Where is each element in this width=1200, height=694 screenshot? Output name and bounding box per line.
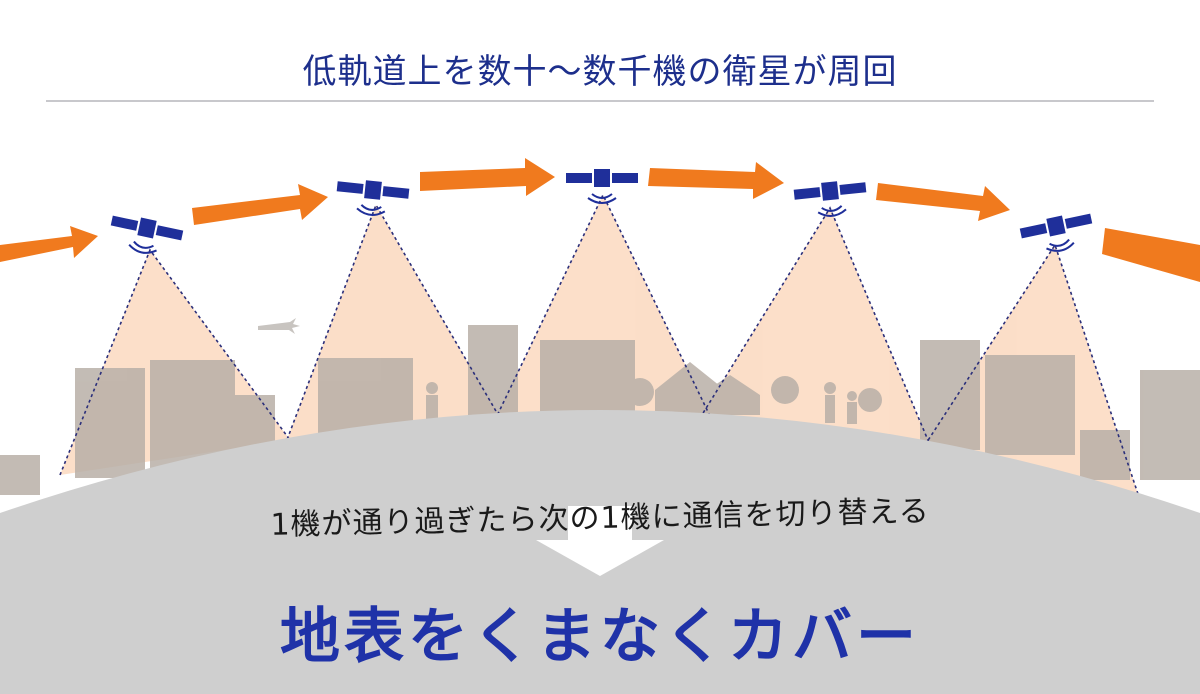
building-icon	[468, 325, 518, 420]
beam-outlines	[59, 193, 1141, 501]
orbit-arrow-icon	[0, 226, 98, 262]
person-icon	[824, 382, 836, 394]
satellite-icon	[566, 169, 638, 204]
person-icon	[426, 395, 438, 419]
orbit-arrow-icon	[1102, 228, 1200, 282]
beam-outline-1	[59, 248, 291, 476]
person-icon	[825, 395, 835, 423]
tree-icon	[858, 388, 882, 412]
down-arrow-icon	[536, 506, 664, 576]
page-title: 低軌道上を数十〜数千機の衛星が周回	[302, 52, 898, 92]
tree-icon	[771, 376, 799, 404]
beam-4	[700, 208, 930, 445]
tree-icon	[626, 378, 654, 406]
satellites	[110, 169, 1093, 254]
beam-outline-5	[924, 243, 1141, 501]
tree-icon	[241, 406, 269, 434]
building-icon	[1080, 430, 1130, 480]
satellite-icon	[110, 215, 184, 254]
satellite-icon	[793, 181, 867, 217]
person-icon	[847, 391, 857, 401]
person-icon	[847, 402, 857, 424]
building-icon	[1140, 370, 1200, 480]
building-icon	[75, 368, 145, 478]
building-icon	[540, 340, 635, 415]
orbit-arrow-icon	[648, 162, 784, 199]
orbit-arrow-icon	[876, 183, 1010, 221]
person-icon	[426, 382, 438, 394]
beam-outline-2	[284, 203, 501, 446]
satellite-icon	[1019, 213, 1093, 252]
orbit-arrow-icon	[192, 184, 328, 225]
building-icon	[0, 455, 40, 495]
building-icon	[920, 340, 980, 450]
orbit-arrow-icon	[420, 158, 555, 196]
beam-outline-4	[699, 206, 931, 446]
orbit-arrows	[0, 158, 1200, 282]
satellite-icon	[336, 180, 410, 216]
building-icon	[700, 375, 760, 415]
headline-text: 地表をくまなくカバー	[280, 602, 920, 672]
airplane-icon	[258, 318, 300, 334]
building-icon	[985, 355, 1075, 455]
